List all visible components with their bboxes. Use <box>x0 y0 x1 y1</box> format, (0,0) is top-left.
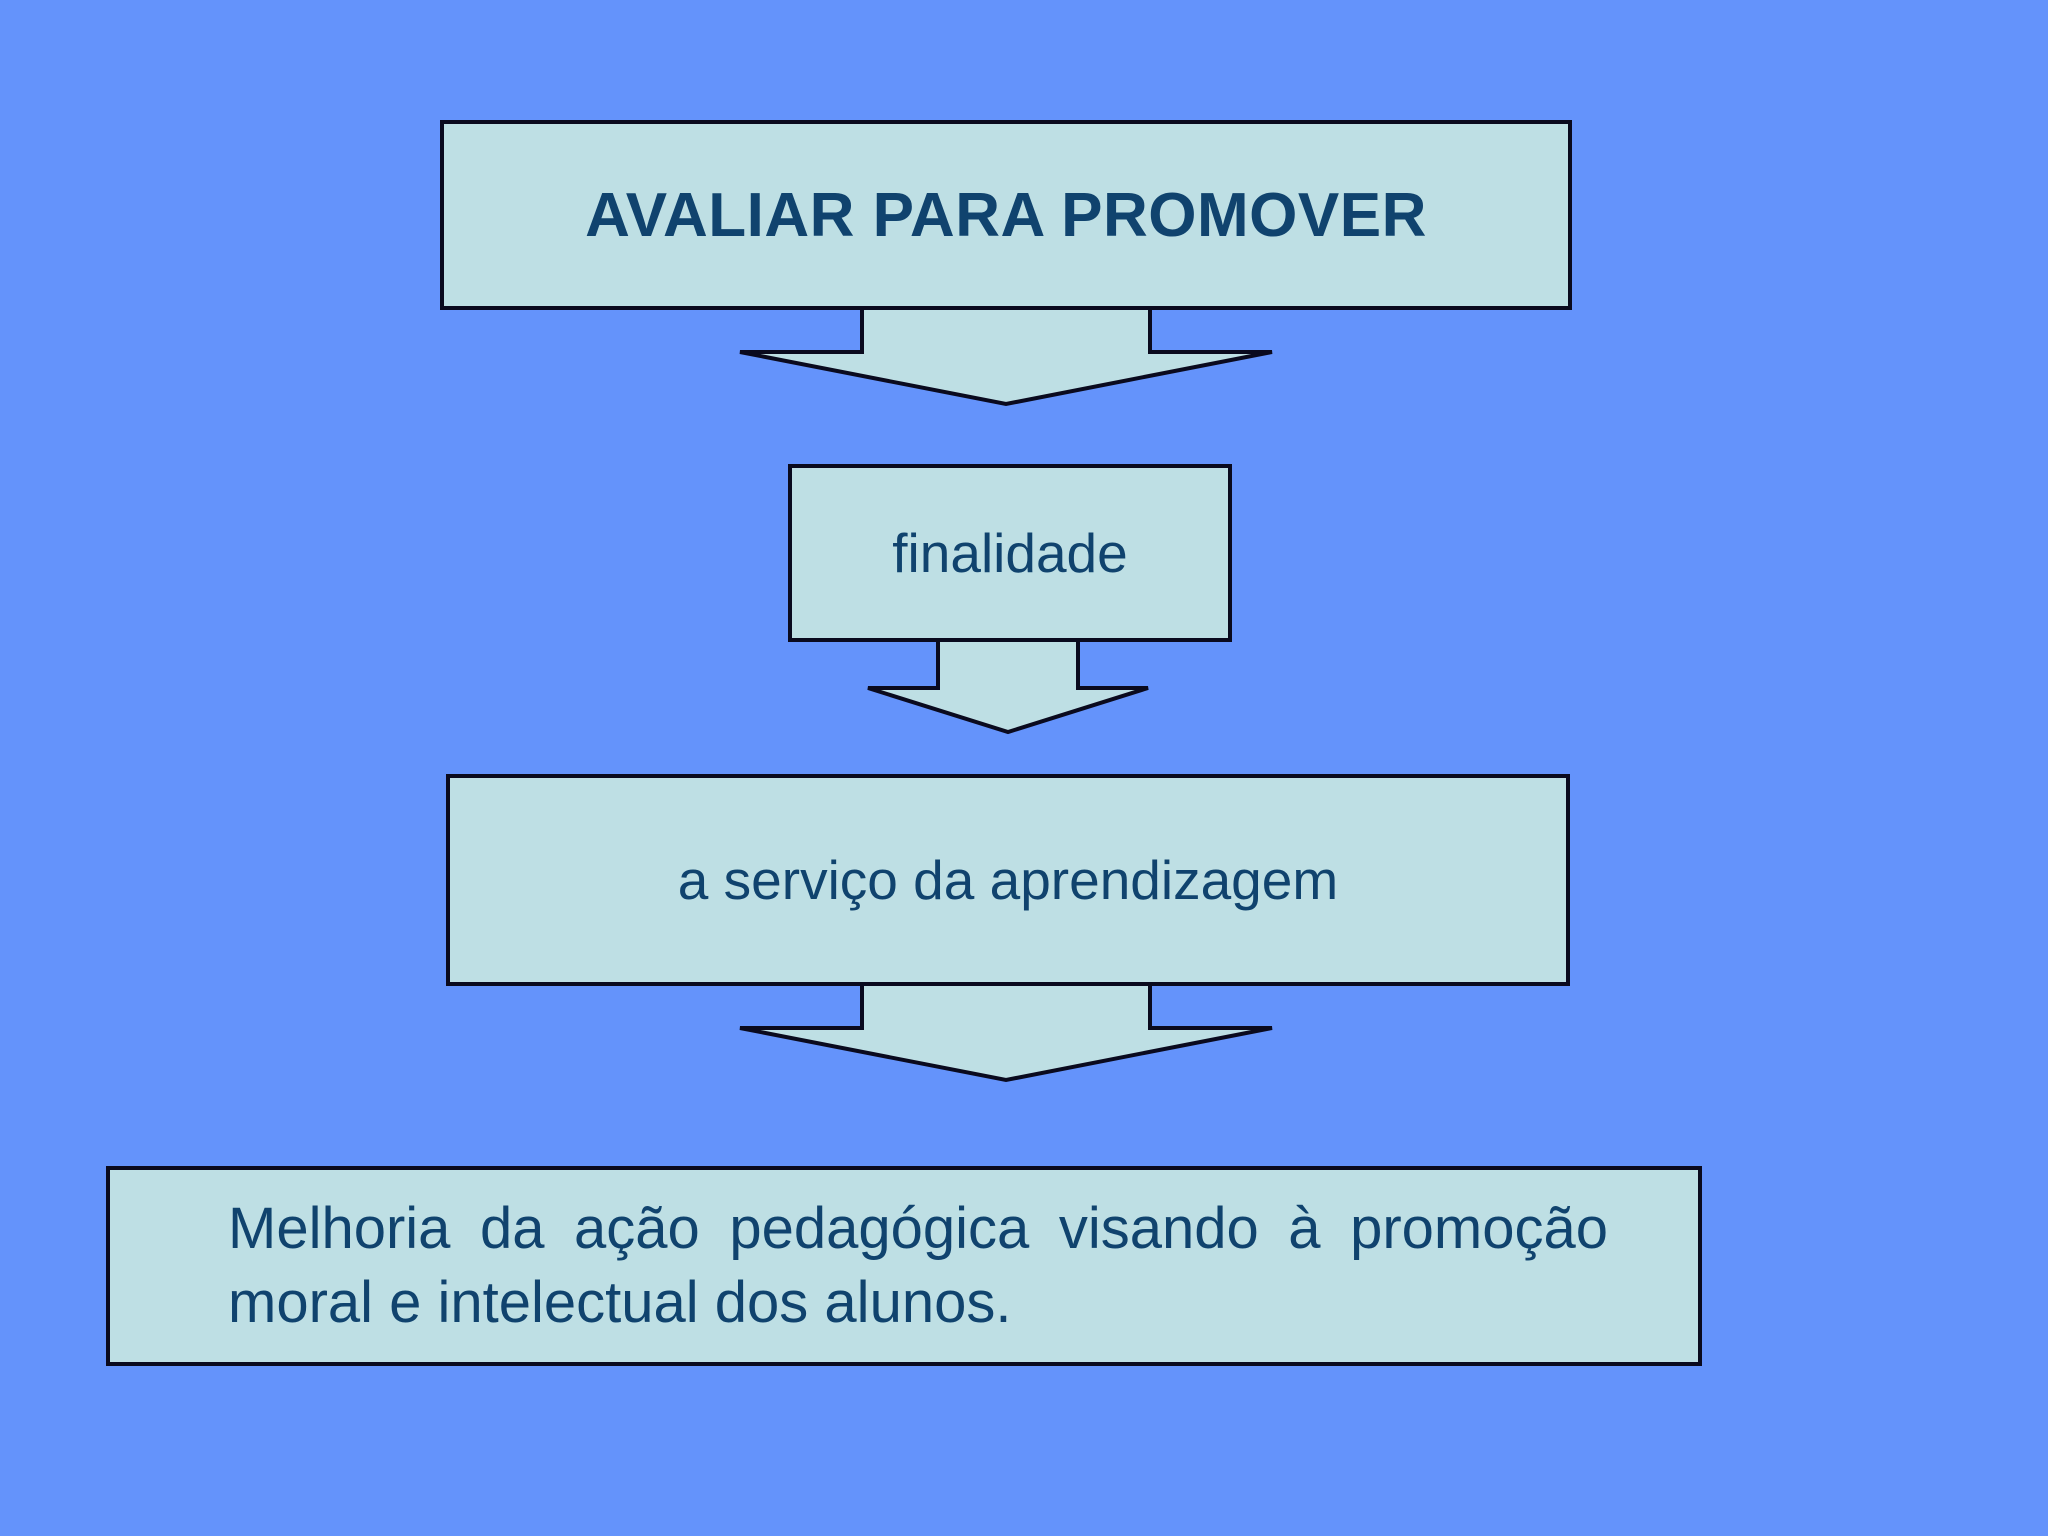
down-arrow-icon-title-to-finalidade <box>739 306 1273 407</box>
node-label-melhoria-line-2: moral e intelectual dos alunos. <box>228 1270 1012 1335</box>
node-label-melhoria: Melhoria da ação pedagógica visando à pr… <box>108 1168 1700 1364</box>
node-label-servico: a serviço da aprendizagem <box>677 849 1339 911</box>
node-box-melhoria[interactable] <box>106 1166 1702 1366</box>
down-arrow-icon-servico-to-melhoria <box>739 982 1273 1083</box>
node-label-melhoria-line-1: Melhoria da ação pedagógica visando à pr… <box>228 1195 1608 1261</box>
node-box-finalidade[interactable] <box>788 464 1232 642</box>
node-label-finalidade: finalidade <box>892 522 1128 584</box>
node-box-title[interactable] <box>440 120 1572 310</box>
node-label-title: AVALIAR PARA PROMOVER <box>585 180 1427 250</box>
down-arrow-icon-finalidade-to-servico <box>867 638 1149 735</box>
